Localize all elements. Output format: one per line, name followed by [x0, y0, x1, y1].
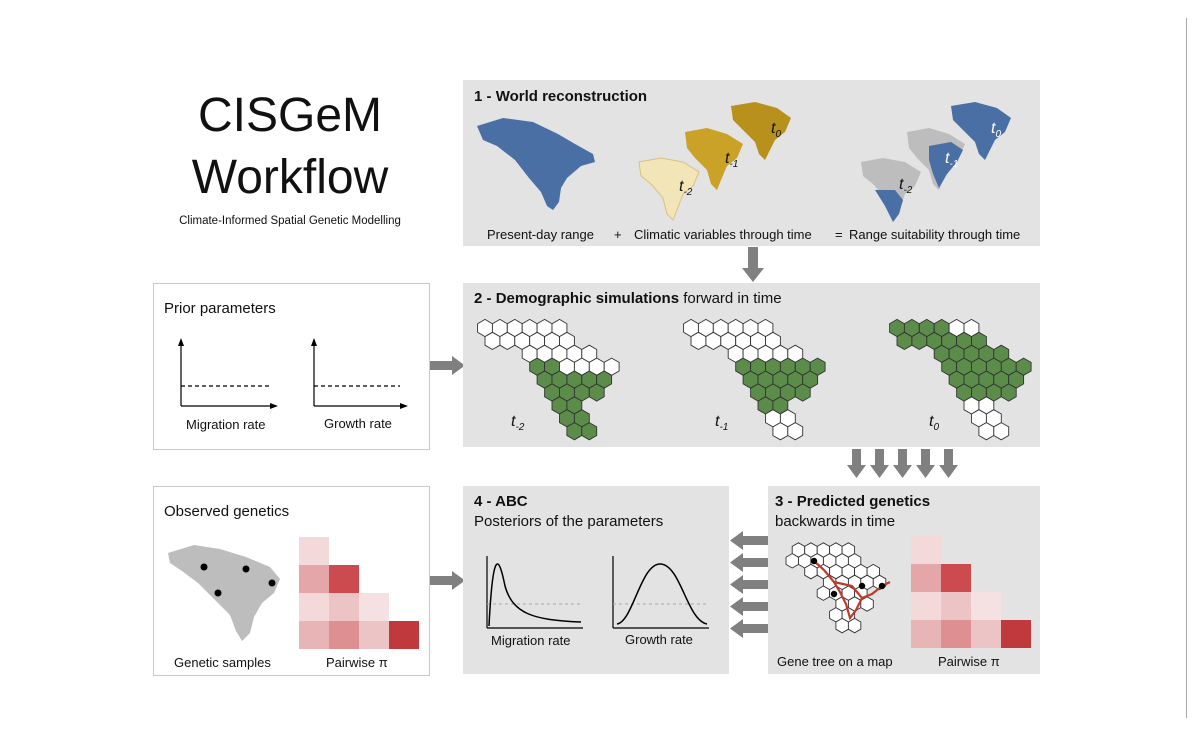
- arrows-down-five: [847, 449, 958, 478]
- hex-cell: [804, 563, 818, 580]
- observed-genetics-box: Observed genetics Genetic samples Pairwi…: [153, 486, 430, 676]
- abc-axis-migration: Migration rate: [491, 633, 571, 648]
- observed-heatmap: [299, 537, 419, 649]
- panel3-label-pairwise: Pairwise π: [938, 654, 1000, 669]
- panel3-subtitle: backwards in time: [775, 513, 896, 530]
- gene-tree-path: [813, 560, 891, 621]
- hex-cell: [816, 585, 831, 601]
- observed-label-pairwise: Pairwise π: [326, 655, 388, 670]
- climate-map-t2: [638, 157, 700, 221]
- arrow-right-observed: [429, 571, 465, 590]
- suitability-map-t2: [861, 158, 921, 220]
- label-plus: +: [614, 227, 622, 242]
- observed-illustration: [168, 537, 419, 649]
- prior-axis-migration: Migration rate: [186, 417, 266, 432]
- gene-tree-illustration: [785, 536, 1031, 648]
- panel1-time-t2-gold: t-2: [679, 178, 693, 199]
- label-present-day-range: Present-day range: [487, 227, 594, 242]
- observed-label-samples: Genetic samples: [174, 655, 271, 670]
- panel1-title: 1 - World reconstruction: [474, 88, 648, 105]
- panel4-title: 4 - ABC: [474, 493, 528, 510]
- panel2-time-t0: t0: [929, 413, 940, 434]
- panel1-time-t0-blue: t0: [991, 120, 1002, 141]
- world-maps-illustration: [477, 102, 1011, 222]
- workflow-title-line2: Workflow: [191, 151, 389, 204]
- hex-cell: [911, 331, 928, 351]
- arrows-left-five: [730, 531, 768, 638]
- sample-point: [830, 590, 838, 598]
- hex-cell: [993, 422, 1010, 441]
- label-climatic-variables: Climatic variables through time: [634, 227, 812, 242]
- hex-cell: [588, 383, 605, 402]
- panel1-time-t0-gold: t0: [771, 120, 782, 141]
- panel1-time-t1-blue: t-1: [945, 150, 959, 171]
- label-range-suitability: Range suitability through time: [849, 227, 1021, 242]
- panel2-time-t2: t-2: [511, 413, 525, 434]
- hex-cell: [787, 422, 804, 441]
- hex-cell: [835, 617, 849, 634]
- hex-cell: [794, 383, 811, 402]
- abc-axis-growth: Growth rate: [625, 632, 693, 647]
- hex-cell: [566, 422, 583, 441]
- arrow-right-prior: [429, 356, 465, 375]
- workflow-subtitle: Climate-Informed Spatial Genetic Modelli…: [179, 215, 401, 227]
- hex-cell: [705, 331, 722, 351]
- climate-map-t1: [685, 128, 743, 190]
- panel1-time-t1-gold: t-1: [725, 150, 739, 171]
- sample-point: [878, 582, 886, 590]
- panel-demographic-simulations: 2 - Demographic simulations forward in t…: [463, 283, 1040, 447]
- hex-cell: [1000, 383, 1017, 402]
- sample-map-gray: [168, 545, 280, 641]
- panel1-time-t2-blue: t-2: [899, 176, 913, 197]
- panel3-title: 3 - Predicted genetics: [775, 493, 931, 510]
- present-day-range-map: [477, 118, 595, 210]
- sample-point: [810, 557, 818, 565]
- hex-grid-illustration: [477, 318, 1032, 441]
- panel3-label-gene-tree: Gene tree on a map: [777, 654, 893, 669]
- suitability-map-t0: [951, 102, 1011, 160]
- prior-parameters-box: Prior parameters Migration rate Growth r…: [153, 283, 430, 450]
- posterior-plots: [486, 556, 709, 629]
- panel-abc: 4 - ABC Posteriors of the parameters Mig…: [463, 486, 729, 674]
- panel-world-reconstruction: 1 - World reconstruction t0 t-1 t-2 t0 t…: [463, 80, 1040, 246]
- hex-cell: [484, 331, 501, 351]
- page-border-line: [1186, 18, 1187, 718]
- workflow-title-line1: CISGeM: [197, 89, 383, 142]
- predicted-heatmap: [911, 536, 1031, 648]
- hex-cell: [772, 422, 789, 441]
- posterior-migration-curve: [488, 563, 582, 627]
- sample-point: [858, 582, 866, 590]
- posterior-growth-curve: [616, 563, 708, 625]
- hex-cell: [581, 422, 598, 441]
- hex-cell: [499, 331, 516, 351]
- panel2-time-t1: t-1: [715, 413, 729, 434]
- prior-axis-growth: Growth rate: [324, 416, 392, 431]
- hex-cell: [847, 617, 862, 634]
- label-equals: =: [835, 227, 843, 242]
- arrow-down-1: [742, 247, 764, 282]
- hex-cell: [896, 331, 913, 351]
- climate-map-t0: [731, 102, 791, 160]
- hex-cell: [978, 422, 995, 441]
- panel-predicted-genetics: 3 - Predicted genetics backwards in time…: [768, 486, 1040, 674]
- prior-axes-plots: [178, 338, 408, 409]
- observed-title: Observed genetics: [164, 503, 290, 520]
- panel2-title: 2 - Demographic simulations forward in t…: [474, 290, 782, 307]
- panel4-subtitle: Posteriors of the parameters: [474, 513, 664, 530]
- hex-cell: [690, 331, 707, 351]
- prior-title: Prior parameters: [164, 300, 276, 317]
- hex-cell: [785, 553, 799, 569]
